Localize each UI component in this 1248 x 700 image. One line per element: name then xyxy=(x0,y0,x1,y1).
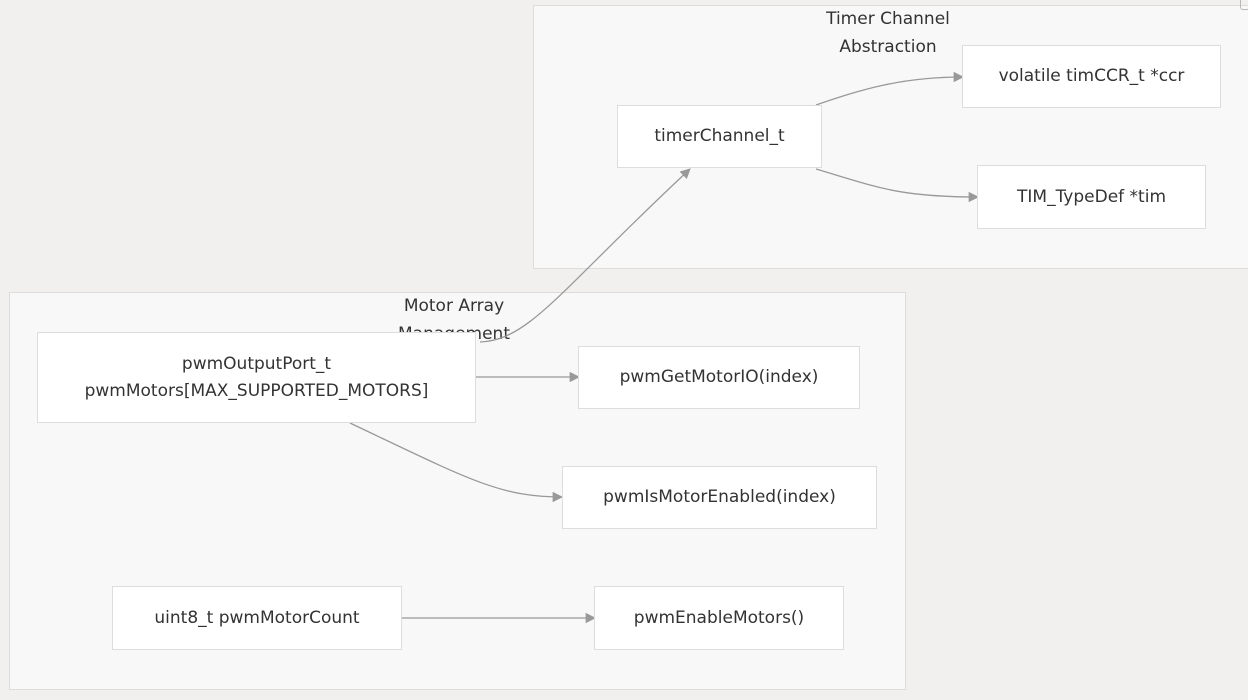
timer-channel-cluster-label: Timer Channel Abstraction xyxy=(826,9,950,57)
node-is-motor-enabled[interactable]: pwmIsMotorEnabled(index) xyxy=(562,466,877,529)
node-get-motor-io-label: pwmGetMotorIO(index) xyxy=(619,367,819,387)
node-enable-motors[interactable]: pwmEnableMotors() xyxy=(594,586,844,650)
node-motor-count[interactable]: uint8_t pwmMotorCount xyxy=(112,586,402,650)
node-pwm-motors[interactable]: pwmOutputPort_t pwmMotors[MAX_SUPPORTED_… xyxy=(37,332,476,423)
node-tim[interactable]: TIM_TypeDef *tim xyxy=(977,165,1206,229)
node-is-motor-enabled-label: pwmIsMotorEnabled(index) xyxy=(603,487,836,507)
node-ccr[interactable]: volatile timCCR_t *ccr xyxy=(962,45,1221,108)
node-pwm-motors-label: pwmOutputPort_t pwmMotors[MAX_SUPPORTED_… xyxy=(84,353,429,401)
node-enable-motors-label: pwmEnableMotors() xyxy=(633,607,805,628)
node-tim-label: TIM_TypeDef *tim xyxy=(1017,186,1166,207)
corner-handle xyxy=(1240,0,1248,10)
node-ccr-label: volatile timCCR_t *ccr xyxy=(998,66,1185,86)
node-motor-count-label: uint8_t pwmMotorCount xyxy=(154,607,360,628)
node-timer-channel-label: timerChannel_t xyxy=(654,126,785,146)
node-timer-channel[interactable]: timerChannel_t xyxy=(617,105,822,168)
node-get-motor-io[interactable]: pwmGetMotorIO(index) xyxy=(578,346,860,409)
